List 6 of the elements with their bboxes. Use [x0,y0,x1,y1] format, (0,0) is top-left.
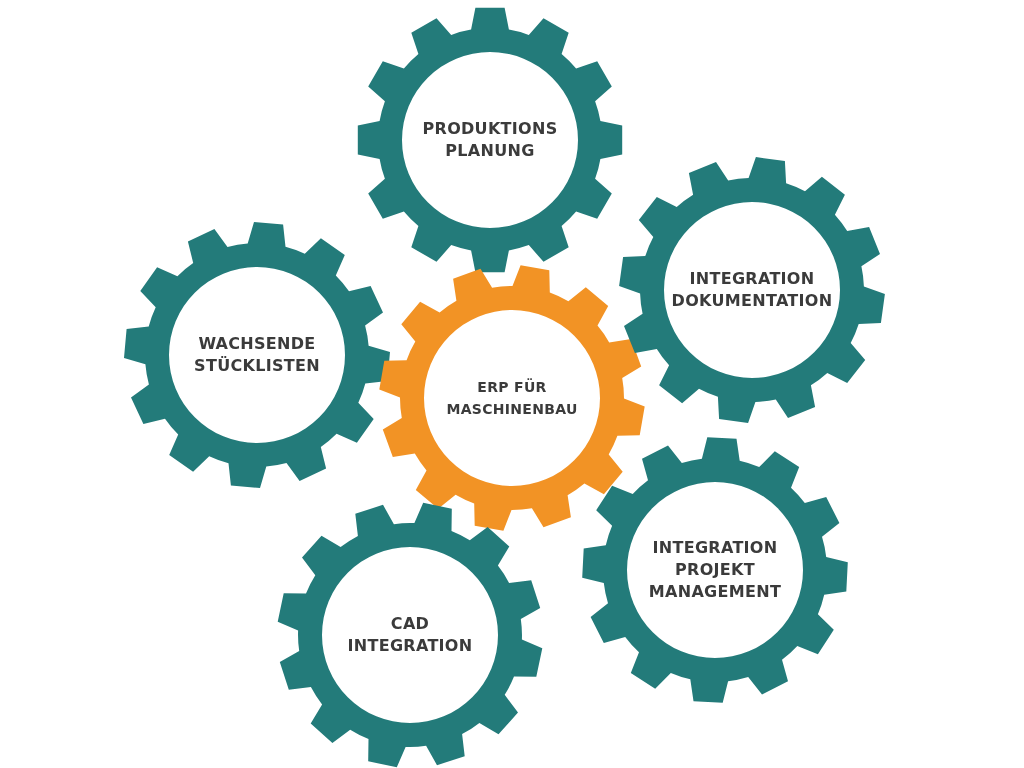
gear-label: INTEGRATION DOKUMENTATION [670,268,834,312]
gear-label: ERP FÜR MASCHINENBAU [445,377,579,419]
gear-label: PRODUKTIONS PLANUNG [421,118,559,162]
gear-label: WACHSENDE STÜCKLISTEN [193,333,321,377]
gear-label: CAD INTEGRATION [346,613,474,657]
gear-label: INTEGRATION PROJEKT MANAGEMENT [647,537,783,603]
